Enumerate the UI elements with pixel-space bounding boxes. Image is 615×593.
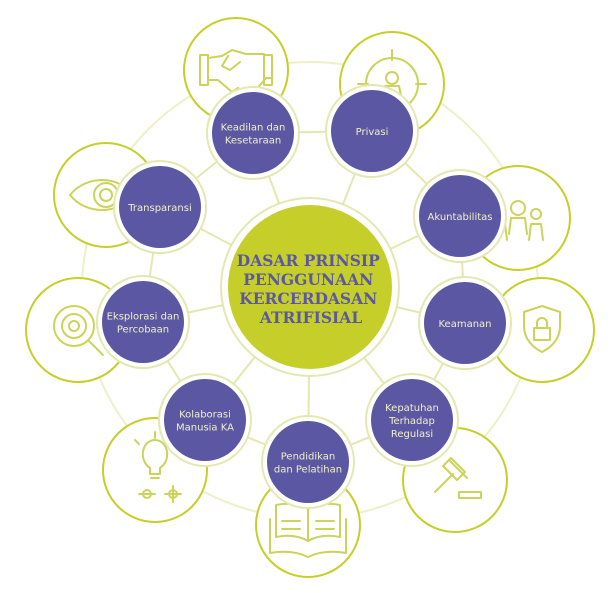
handshake-icon bbox=[199, 49, 273, 93]
principle-label-line: Privasi bbox=[356, 127, 389, 138]
principle-label-line: Kepatuhan bbox=[385, 403, 439, 414]
principle-label: Privasi bbox=[356, 127, 389, 138]
center-title-line: ATRIFISIAL bbox=[259, 308, 363, 327]
principle-label-line: Terhadap bbox=[388, 416, 435, 427]
principle-label: Akuntabilitas bbox=[428, 212, 493, 223]
principle-label-line: Pendidikan bbox=[281, 452, 336, 463]
principle-label-line: Kolaborasi bbox=[179, 410, 231, 421]
principle-node-akuntabilitas: Akuntabilitas bbox=[413, 169, 507, 263]
principle-node-privasi: Privasi bbox=[325, 84, 419, 178]
center-title-line: DASAR PRINSIP bbox=[237, 251, 380, 270]
principle-label: Pendidikan dan Pelatihan bbox=[274, 452, 342, 476]
gear-magnifier-icon bbox=[53, 305, 104, 356]
shield-lock-icon-circle bbox=[489, 277, 595, 383]
principle-label: Transparansi bbox=[127, 203, 191, 214]
principle-node-keamanan: Keamanan bbox=[418, 276, 512, 370]
shield-lock-icon bbox=[523, 305, 561, 353]
gavel-icon bbox=[434, 457, 482, 499]
book-icon bbox=[269, 502, 347, 558]
principle-label-line: Eksplorasi dan bbox=[107, 312, 180, 323]
principle-label-line: Keadilan dan bbox=[221, 123, 286, 134]
principle-label-line: Regulasi bbox=[391, 429, 433, 440]
center-title-line: KERCERDASAN bbox=[239, 289, 377, 308]
principle-label-line: Keamanan bbox=[438, 319, 491, 330]
center-title-line: PENGGUNAAN bbox=[243, 270, 373, 289]
principle-label: Keamanan bbox=[438, 319, 491, 330]
principle-node-transparansi: Transparansi bbox=[113, 160, 207, 254]
principle-node-pendidikan: Pendidikan dan Pelatihan bbox=[261, 415, 355, 509]
principle-label-line: dan Pelatihan bbox=[274, 465, 342, 476]
principle-label-line: Akuntabilitas bbox=[428, 212, 493, 223]
center-node: DASAR PRINSIP PENGGUNAAN KERCERDASAN ATR… bbox=[220, 197, 400, 377]
principle-label-line: Manusia KA bbox=[176, 423, 234, 434]
center-title: DASAR PRINSIP PENGGUNAAN KERCERDASAN ATR… bbox=[237, 251, 385, 327]
principle-label-line: Transparansi bbox=[127, 203, 191, 214]
principle-label-line: Percobaan bbox=[117, 325, 169, 336]
principle-label-line: Kesetaraan bbox=[225, 136, 281, 147]
lightbulb-icon bbox=[134, 431, 182, 503]
